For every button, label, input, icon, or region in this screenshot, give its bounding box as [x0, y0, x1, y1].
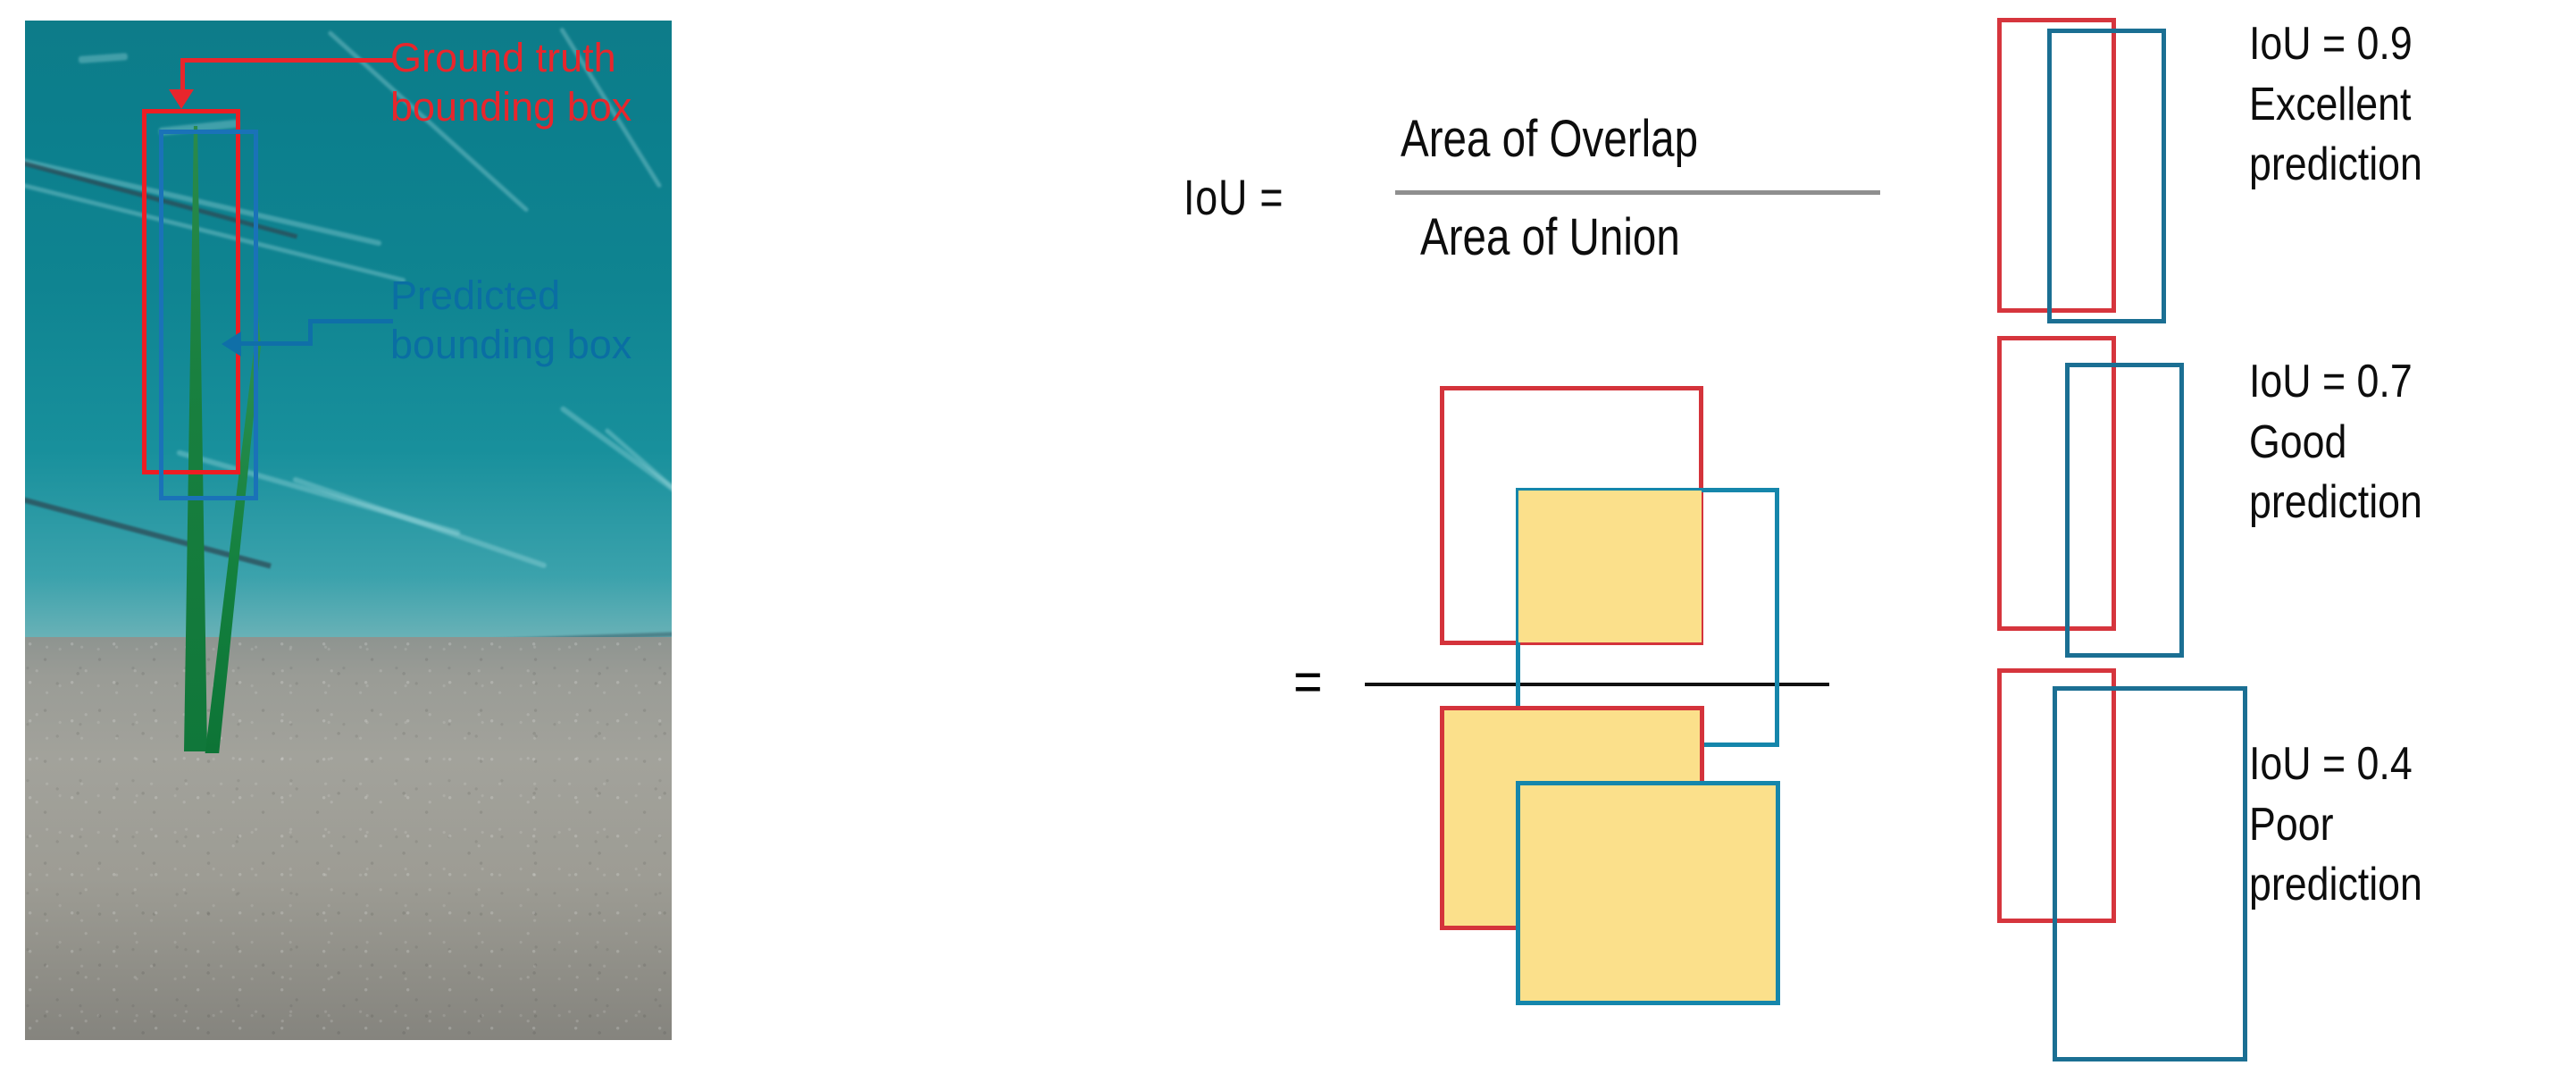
iou-formula: IoU = Area of Overlap Area of Union: [1161, 89, 1903, 304]
predicted-callout-line1: Predicted: [390, 273, 561, 318]
example-3-quality-line1: Poor: [2249, 798, 2334, 851]
iou-formula-fraction-bar: [1395, 190, 1880, 195]
example-1-ground-truth-box: [1997, 18, 2116, 313]
example-2-text: IoU = 0.7 Good prediction: [2249, 352, 2422, 533]
predicted-callout-line2: bounding box: [390, 321, 632, 367]
predicted-arrow-icon: [222, 331, 241, 357]
example-2-iou-label: IoU = 0.7: [2249, 356, 2413, 407]
sand-seabed: [25, 637, 672, 1040]
ground-truth-callout: Ground truth bounding box: [390, 34, 631, 132]
example-1-predicted-box: [2047, 29, 2166, 323]
iou-formula-denominator: Area of Union: [1420, 208, 1680, 266]
photo-ground-truth-bbox: [142, 109, 240, 474]
predicted-leader-horizontal: [308, 319, 393, 323]
sand-texture: [25, 637, 672, 1040]
example-1-iou-label: IoU = 0.9: [2249, 18, 2413, 70]
overlap-area-fill: [1518, 491, 1702, 642]
predicted-callout: Predicted bounding box: [390, 272, 631, 370]
big-fraction-bar: [1365, 683, 1829, 686]
equals-sign: =: [1293, 651, 1323, 713]
union-predicted-box: [1516, 781, 1780, 1005]
example-3-iou-label: IoU = 0.4: [2249, 738, 2413, 790]
example-1-quality-line2: prediction: [2249, 138, 2422, 191]
predicted-leader-horizontal-2: [234, 341, 313, 346]
example-2-quality-line2: prediction: [2249, 476, 2422, 529]
ground-truth-leader-vertical: [180, 58, 185, 96]
example-1-text: IoU = 0.9 Excellent prediction: [2249, 14, 2422, 196]
water-background: [25, 21, 672, 653]
example-3-text: IoU = 0.4 Poor prediction: [2249, 734, 2422, 916]
ground-truth-arrow-icon: [169, 89, 194, 109]
overlap-ground-truth-box-top: [1440, 386, 1703, 645]
ground-truth-callout-line1: Ground truth: [390, 35, 616, 80]
example-3-predicted-box: [2053, 686, 2247, 1061]
underwater-photo: [25, 21, 672, 1040]
union-predicted-fill: [1518, 784, 1777, 1003]
ground-truth-callout-line2: bounding box: [390, 83, 632, 130]
example-2-quality-line1: Good: [2249, 415, 2347, 468]
example-2-predicted-box: [2065, 363, 2184, 658]
example-3-quality-line2: prediction: [2249, 859, 2422, 911]
iou-formula-numerator: Area of Overlap: [1401, 110, 1699, 168]
ground-truth-leader-horizontal: [180, 58, 393, 63]
predicted-leader-vertical: [308, 319, 313, 346]
example-2-ground-truth-box: [1997, 336, 2116, 631]
iou-formula-lhs: IoU =: [1183, 169, 1284, 225]
example-1-quality-line1: Excellent: [2249, 78, 2412, 130]
photo-predicted-bbox: [159, 130, 258, 500]
